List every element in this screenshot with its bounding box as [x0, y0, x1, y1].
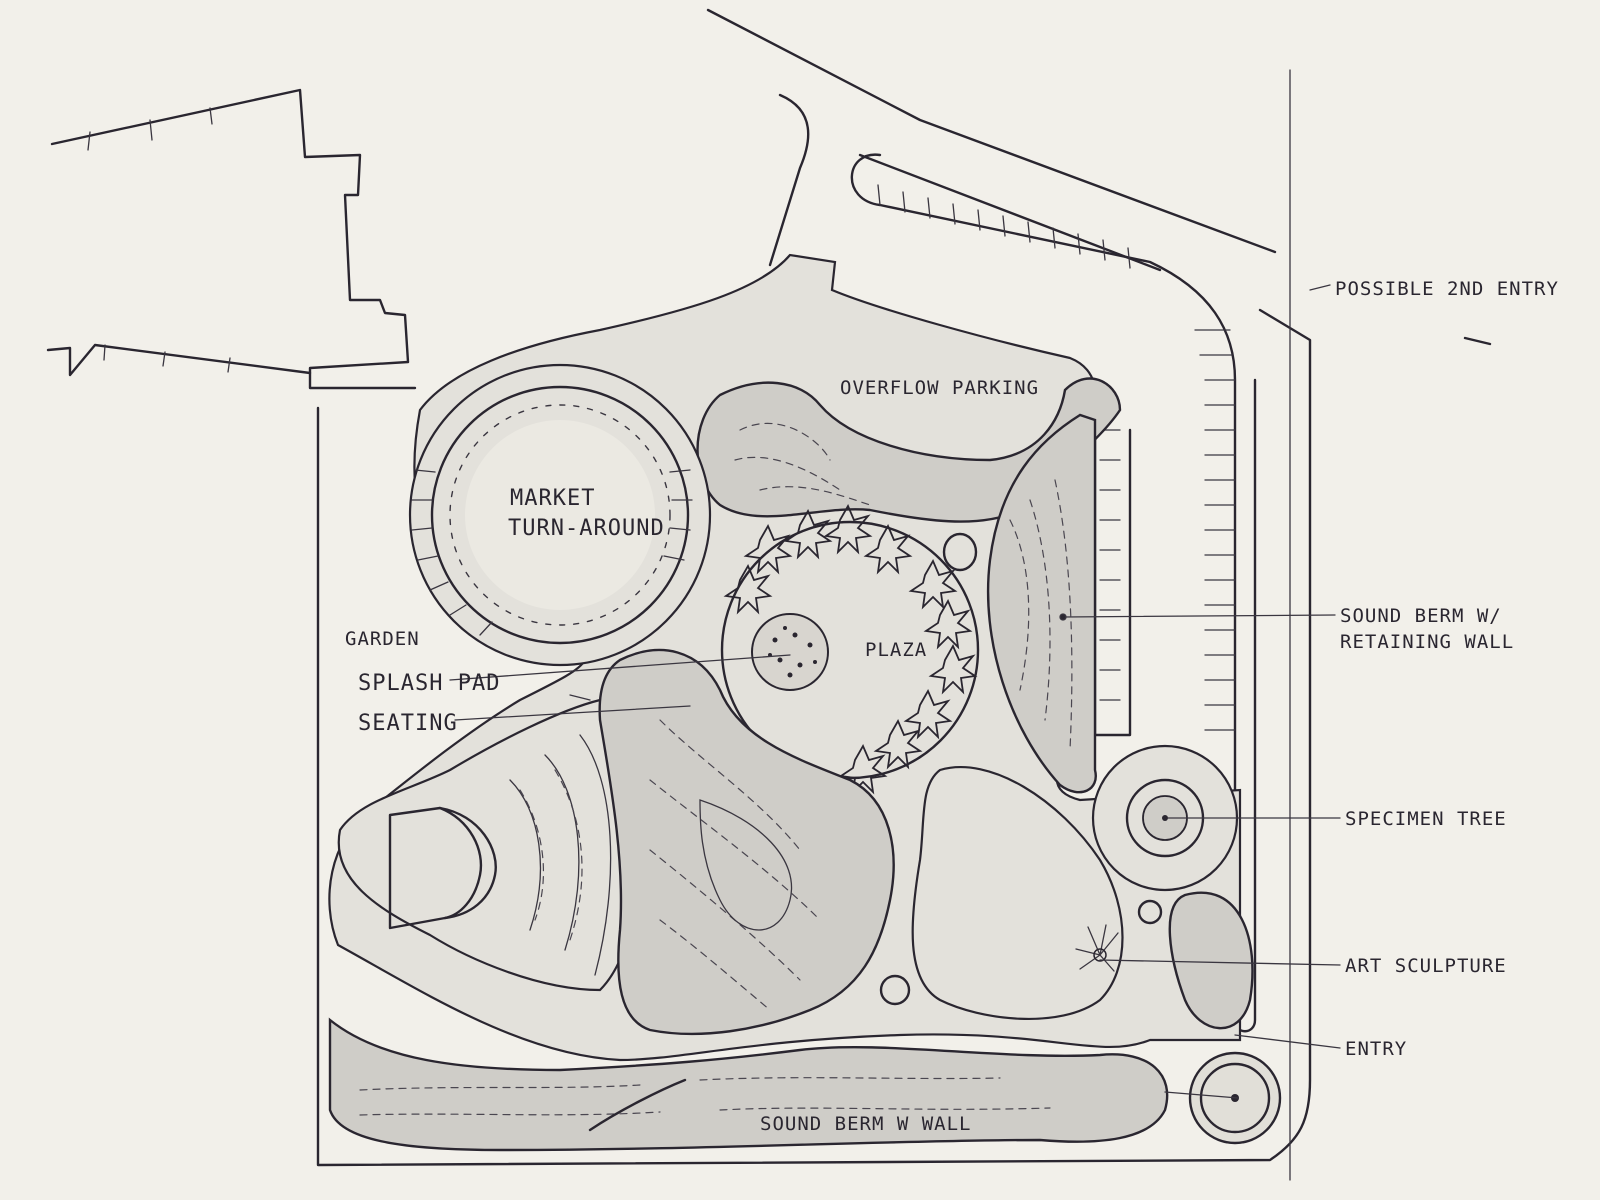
label-splash-pad: SPLASH PAD — [358, 671, 500, 696]
label-overflow-parking: OVERFLOW PARKING — [840, 377, 1039, 399]
pencil-mark — [1463, 336, 1492, 346]
label-possible-2nd-entry: POSSIBLE 2ND ENTRY — [1335, 278, 1559, 300]
market-turnaround — [408, 363, 712, 667]
berm-wall-mark — [588, 1078, 687, 1132]
label-specimen-tree: SPECIMEN TREE — [1345, 808, 1507, 830]
specimen-tree — [1091, 744, 1239, 892]
small-shrub-2 — [879, 974, 911, 1006]
road-curb — [768, 93, 810, 267]
label-plaza: PLAZA — [865, 639, 927, 661]
label-seating: SEATING — [358, 711, 458, 736]
label-garden: GARDEN — [345, 628, 420, 650]
central-lawn-berm — [598, 648, 895, 1036]
south-sound-berm — [328, 1017, 1169, 1152]
label-entry: ENTRY — [1345, 1038, 1407, 1060]
label-market: MARKET — [510, 486, 595, 511]
label-turn-around: TURN-AROUND — [508, 516, 665, 541]
property-boundary — [316, 308, 1312, 1167]
plaza-tree-ring — [723, 503, 978, 795]
southeast-lawn — [911, 765, 1124, 1020]
amphitheater — [337, 698, 642, 992]
label-art-sculpture: ART SCULPTURE — [1345, 955, 1507, 977]
label-sound-berm-wall: SOUND BERM W WALL — [760, 1113, 971, 1135]
label-sound-berm-retaining-1: SOUND BERM W/ — [1340, 605, 1502, 627]
existing-building-outline — [46, 88, 417, 390]
art-sculpture — [1075, 924, 1119, 972]
east-sound-berm — [986, 413, 1097, 794]
leader-lines — [449, 284, 1341, 1099]
entry-planting-bed — [1168, 891, 1254, 1030]
small-shrub — [1137, 899, 1163, 925]
label-sound-berm-retaining-2: RETAINING WALL — [1340, 631, 1514, 653]
small-shrub-3 — [942, 532, 978, 572]
road-edge — [706, 8, 1277, 254]
